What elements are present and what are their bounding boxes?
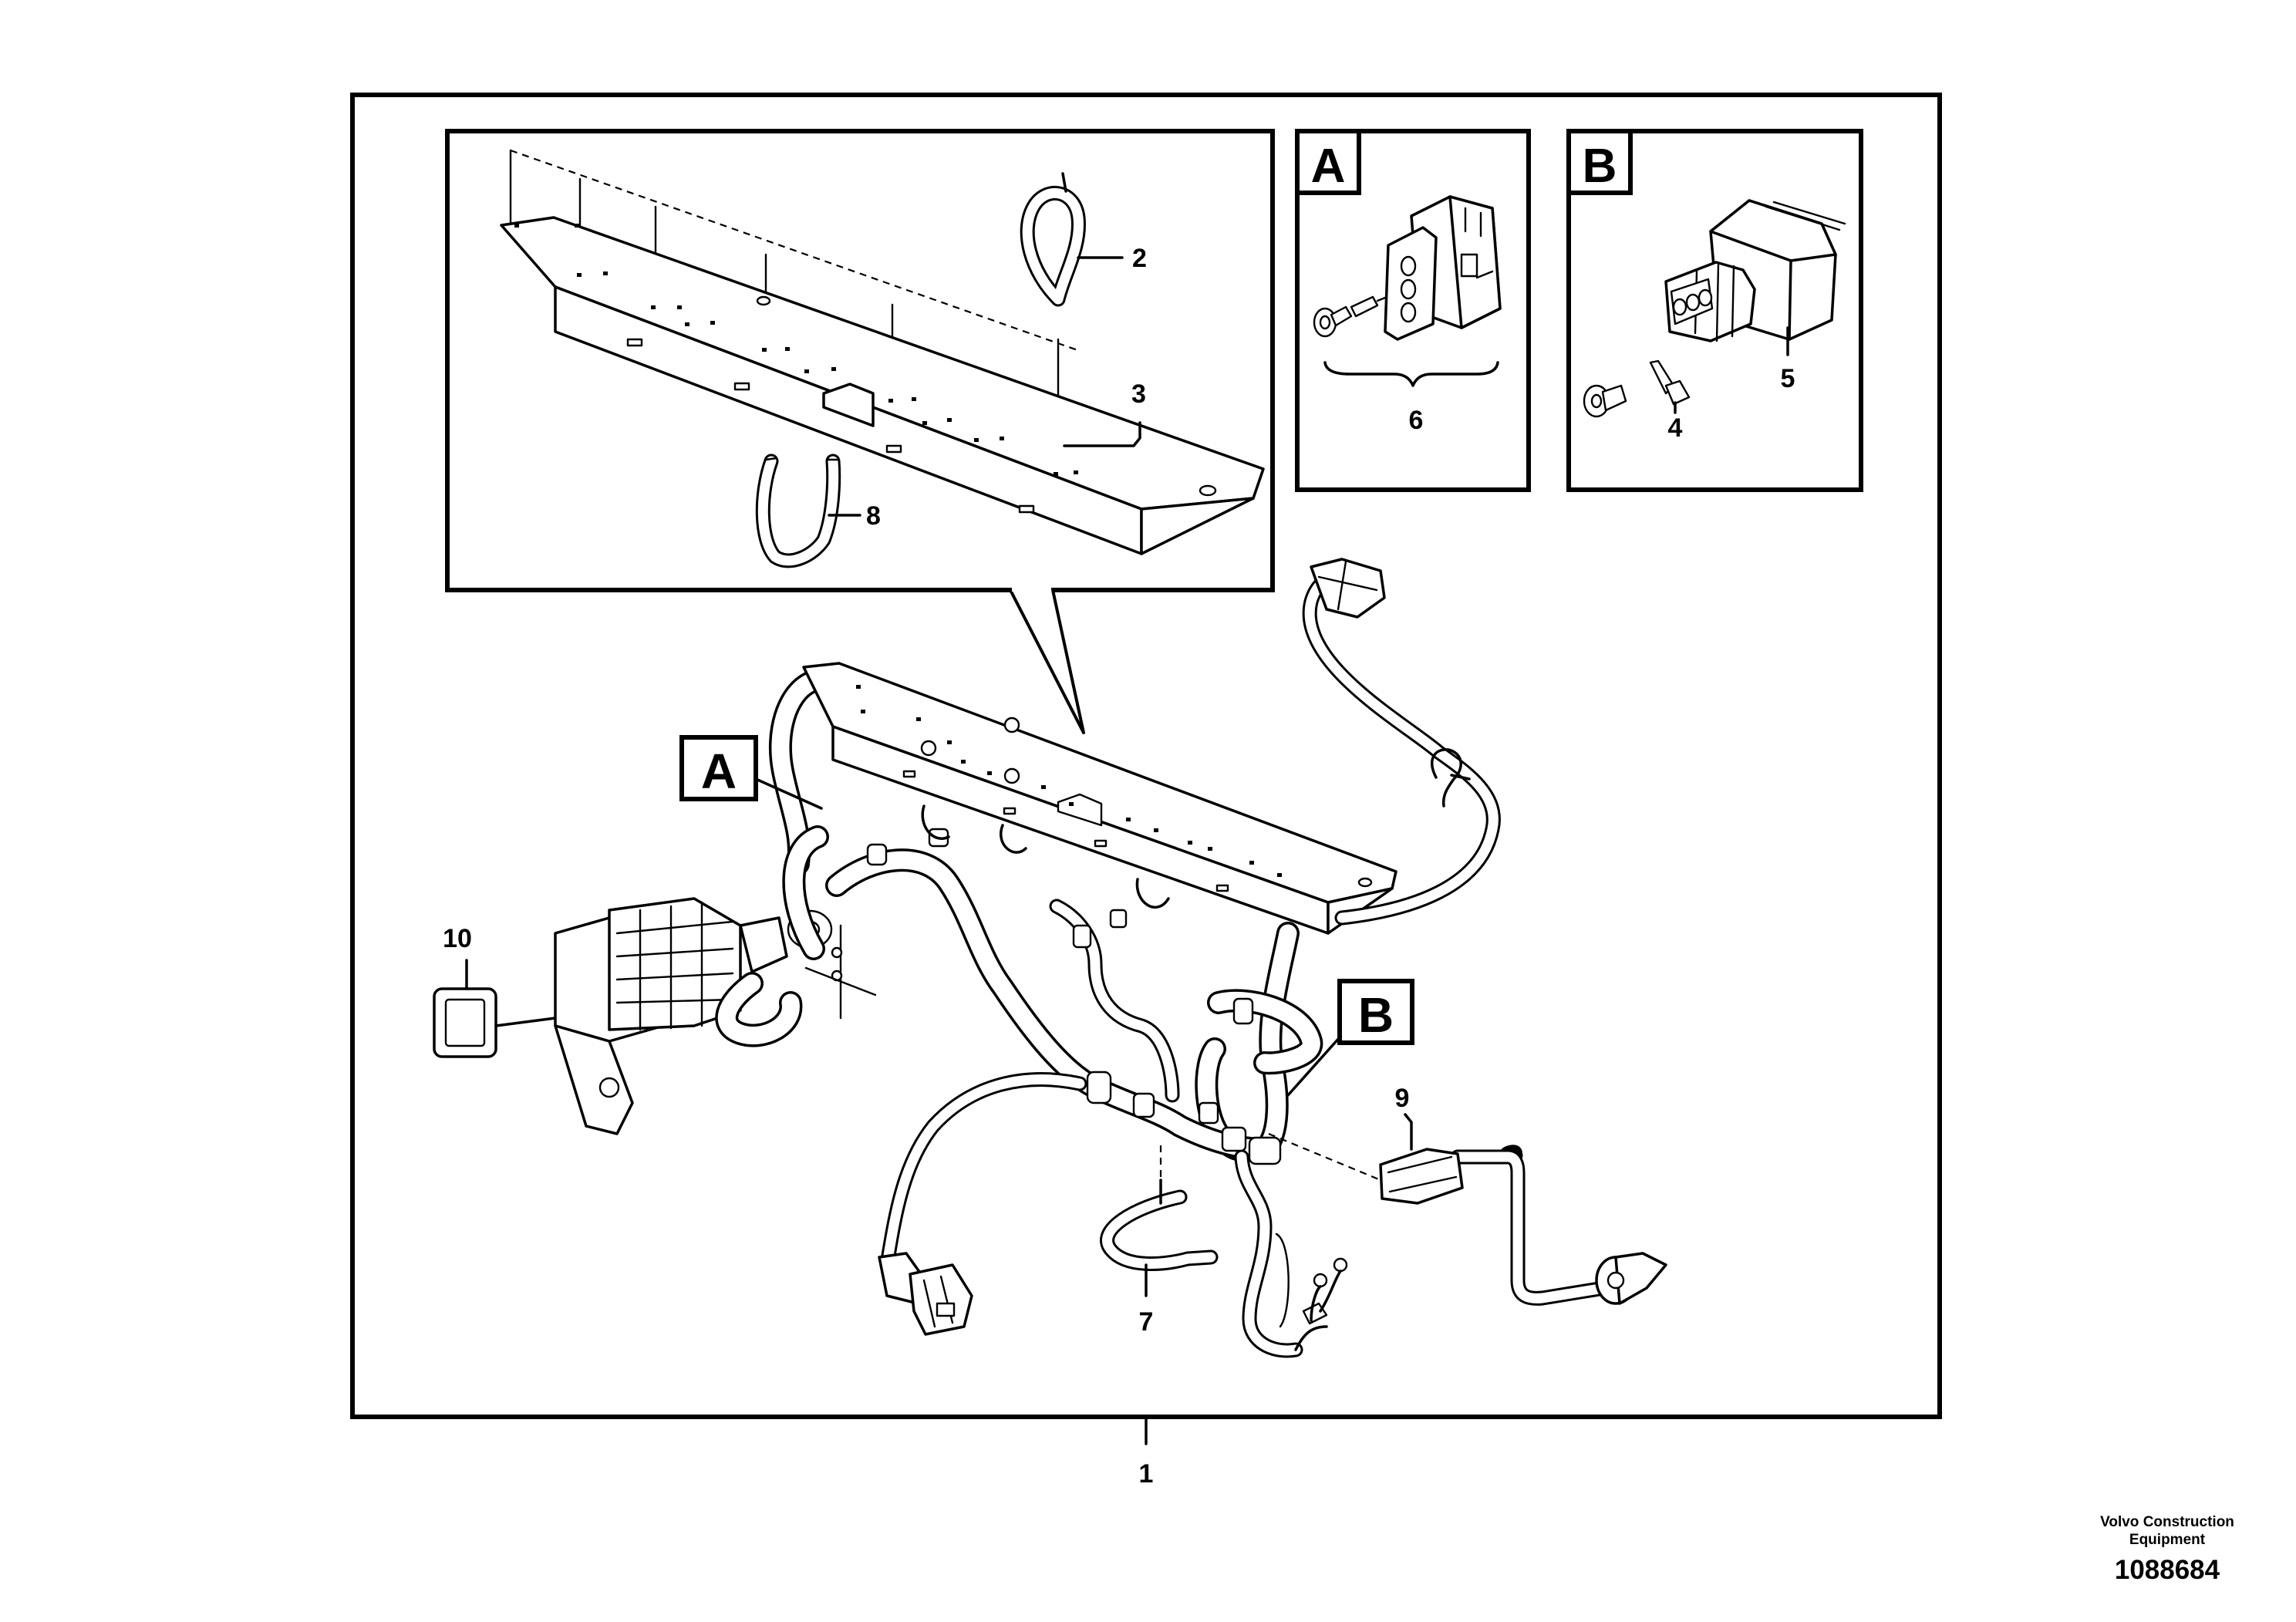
bracket-plate <box>500 216 1265 555</box>
speed-sensor <box>1595 1252 1667 1305</box>
detail-inset-b: B 5 4 <box>1566 129 1863 492</box>
callout-4: 4 <box>1668 413 1683 443</box>
connector-part-5 <box>1664 199 1846 356</box>
callout-2: 2 <box>1132 244 1147 273</box>
ring-terminals <box>1294 1257 1348 1351</box>
sensor-part-9 <box>1379 1148 1464 1205</box>
cable-tie-part-2 <box>1020 172 1086 307</box>
callout-7: 7 <box>1139 1307 1154 1337</box>
view-b-marker: B <box>1286 979 1414 1097</box>
bracket-inset: 2 3 8 <box>445 129 1275 734</box>
callout-8: 8 <box>866 501 881 531</box>
main-bracket <box>802 662 1397 935</box>
callout-5: 5 <box>1781 364 1795 393</box>
view-b-label: B <box>1358 987 1394 1043</box>
cable-tie-part-7 <box>1100 1179 1219 1272</box>
view-a-label: A <box>701 744 737 799</box>
callout-9: 9 <box>1395 1084 1410 1113</box>
right-loop-tie <box>1431 748 1462 808</box>
detail-b-label: B <box>1583 140 1617 193</box>
caption: Volvo Construction Equipment 1088684 <box>2067 1513 2267 1587</box>
callout-3: 3 <box>1131 379 1146 409</box>
harness-clips <box>866 804 1282 1165</box>
connector-part-6 <box>1313 195 1502 387</box>
view-a-marker: A <box>679 735 823 810</box>
lower-left-connector <box>878 1252 973 1336</box>
detail-inset-a: A 6 <box>1295 129 1531 492</box>
detail-a-label: A <box>1311 140 1346 193</box>
caption-brand: Volvo Construction Equipment <box>2100 1514 2234 1548</box>
harness-lower-left <box>879 1072 1087 1273</box>
callout-6: 6 <box>1409 406 1424 435</box>
callout-1: 1 <box>1139 1459 1154 1489</box>
seal-part-10 <box>433 959 557 1058</box>
callout-10: 10 <box>443 924 472 953</box>
caption-number: 1088684 <box>2114 1555 2220 1585</box>
top-connector <box>1310 558 1386 619</box>
terminal-part-4 <box>1583 359 1691 418</box>
harness-piece-part-8 <box>755 454 841 568</box>
